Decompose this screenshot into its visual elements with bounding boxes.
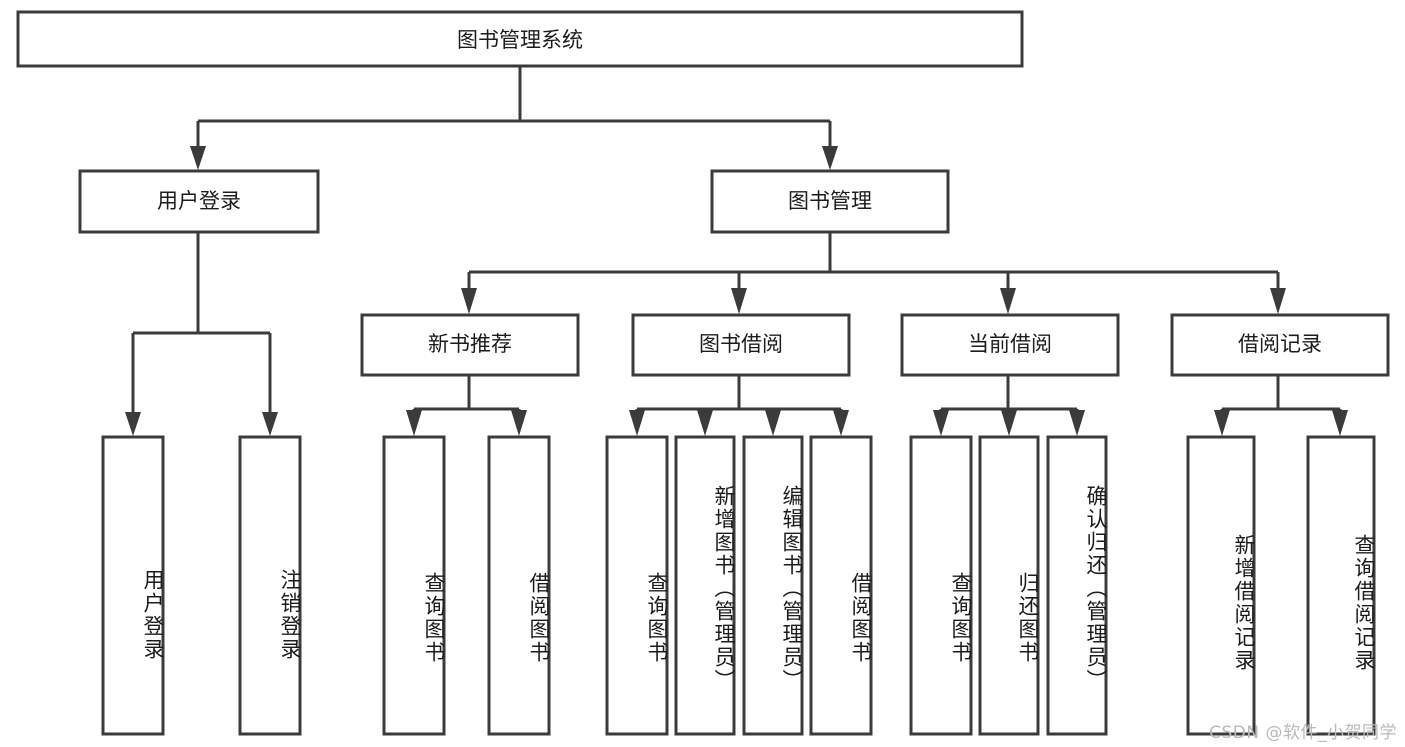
node-user-login[interactable]: 用户登录 [78,169,320,234]
node-book-borrow[interactable]: 图书借阅 [631,313,851,377]
arrow-head-leaf-query-book-1 [406,410,422,436]
arrow-head-current-borrow [1000,288,1016,314]
node-leaf-edit-book-box[interactable] [742,435,804,736]
connector-layer [125,66,1348,436]
node-leaf-query-borrow-record-box[interactable] [1306,435,1376,736]
node-book-management-box[interactable] [710,169,950,234]
arrow-head-leaf-confirm-return [1069,410,1085,436]
arrow-head-borrow-record [1270,288,1286,314]
arrow-head-leaf-borrow-book-2 [833,410,849,436]
node-book-borrow-label: 图书借阅 [699,332,783,356]
node-user-login-label: 用户登录 [157,189,241,213]
node-leaf-query-book-2-box[interactable] [605,435,669,736]
arrow-head-user-login [190,146,206,170]
arrow-head-leaf-borrow-book-1 [511,410,527,436]
node-current-borrow-box[interactable] [900,313,1120,377]
arrow-head-leaf-edit-book [765,410,781,436]
arrow-head-leaf-add-book [697,410,713,436]
arrow-head-leaf-add-borrow-record [1214,410,1230,436]
node-new-book-recommend[interactable]: 新书推荐 [360,313,580,377]
node-leaf-confirm-return-box[interactable] [1046,435,1108,736]
node-leaf-return-book-box[interactable] [978,435,1040,736]
node-borrow-record-box[interactable] [1170,313,1390,377]
leaf-box-layer [101,435,1376,736]
node-leaf-logout-login-box[interactable] [238,435,302,736]
node-book-management-label: 图书管理 [788,189,872,213]
node-root-label: 图书管理系统 [457,28,583,52]
arrow-head-leaf-query-book-3 [933,410,949,436]
node-book-borrow-box[interactable] [631,313,851,377]
node-borrow-record[interactable]: 借阅记录 [1170,313,1390,377]
node-new-book-recommend-box[interactable] [360,313,580,377]
arrow-head-leaf-return-book [1001,410,1017,436]
node-leaf-user-login-box[interactable] [101,435,165,736]
node-leaf-query-book-3-box[interactable] [909,435,973,736]
arrow-head-book-borrow [731,288,747,314]
node-root-box[interactable] [16,10,1024,68]
csdn-watermark: CSDN @软件_小贺同学 [1209,723,1397,743]
arrow-head-book-management [822,146,838,170]
node-current-borrow-label: 当前借阅 [968,332,1052,356]
node-user-login-box[interactable] [78,169,320,234]
arrow-head-leaf-query-book-2 [629,410,645,436]
node-leaf-borrow-book-2-box[interactable] [809,435,873,736]
arrow-head-leaf-user-login [125,412,141,436]
node-book-management[interactable]: 图书管理 [710,169,950,234]
arrow-head-new-book-recommend [461,288,477,314]
arrow-head-leaf-query-borrow-record [1332,410,1348,436]
node-new-book-recommend-label: 新书推荐 [428,332,512,356]
node-leaf-borrow-book-1-box[interactable] [487,435,551,736]
arrow-head-leaf-logout-login [262,412,278,436]
node-leaf-add-borrow-record-box[interactable] [1186,435,1256,736]
node-leaf-add-book-box[interactable] [674,435,736,736]
node-current-borrow[interactable]: 当前借阅 [900,313,1120,377]
node-borrow-record-label: 借阅记录 [1238,332,1322,356]
node-root[interactable]: 图书管理系统 [16,10,1024,68]
node-leaf-query-book-1-box[interactable] [382,435,446,736]
